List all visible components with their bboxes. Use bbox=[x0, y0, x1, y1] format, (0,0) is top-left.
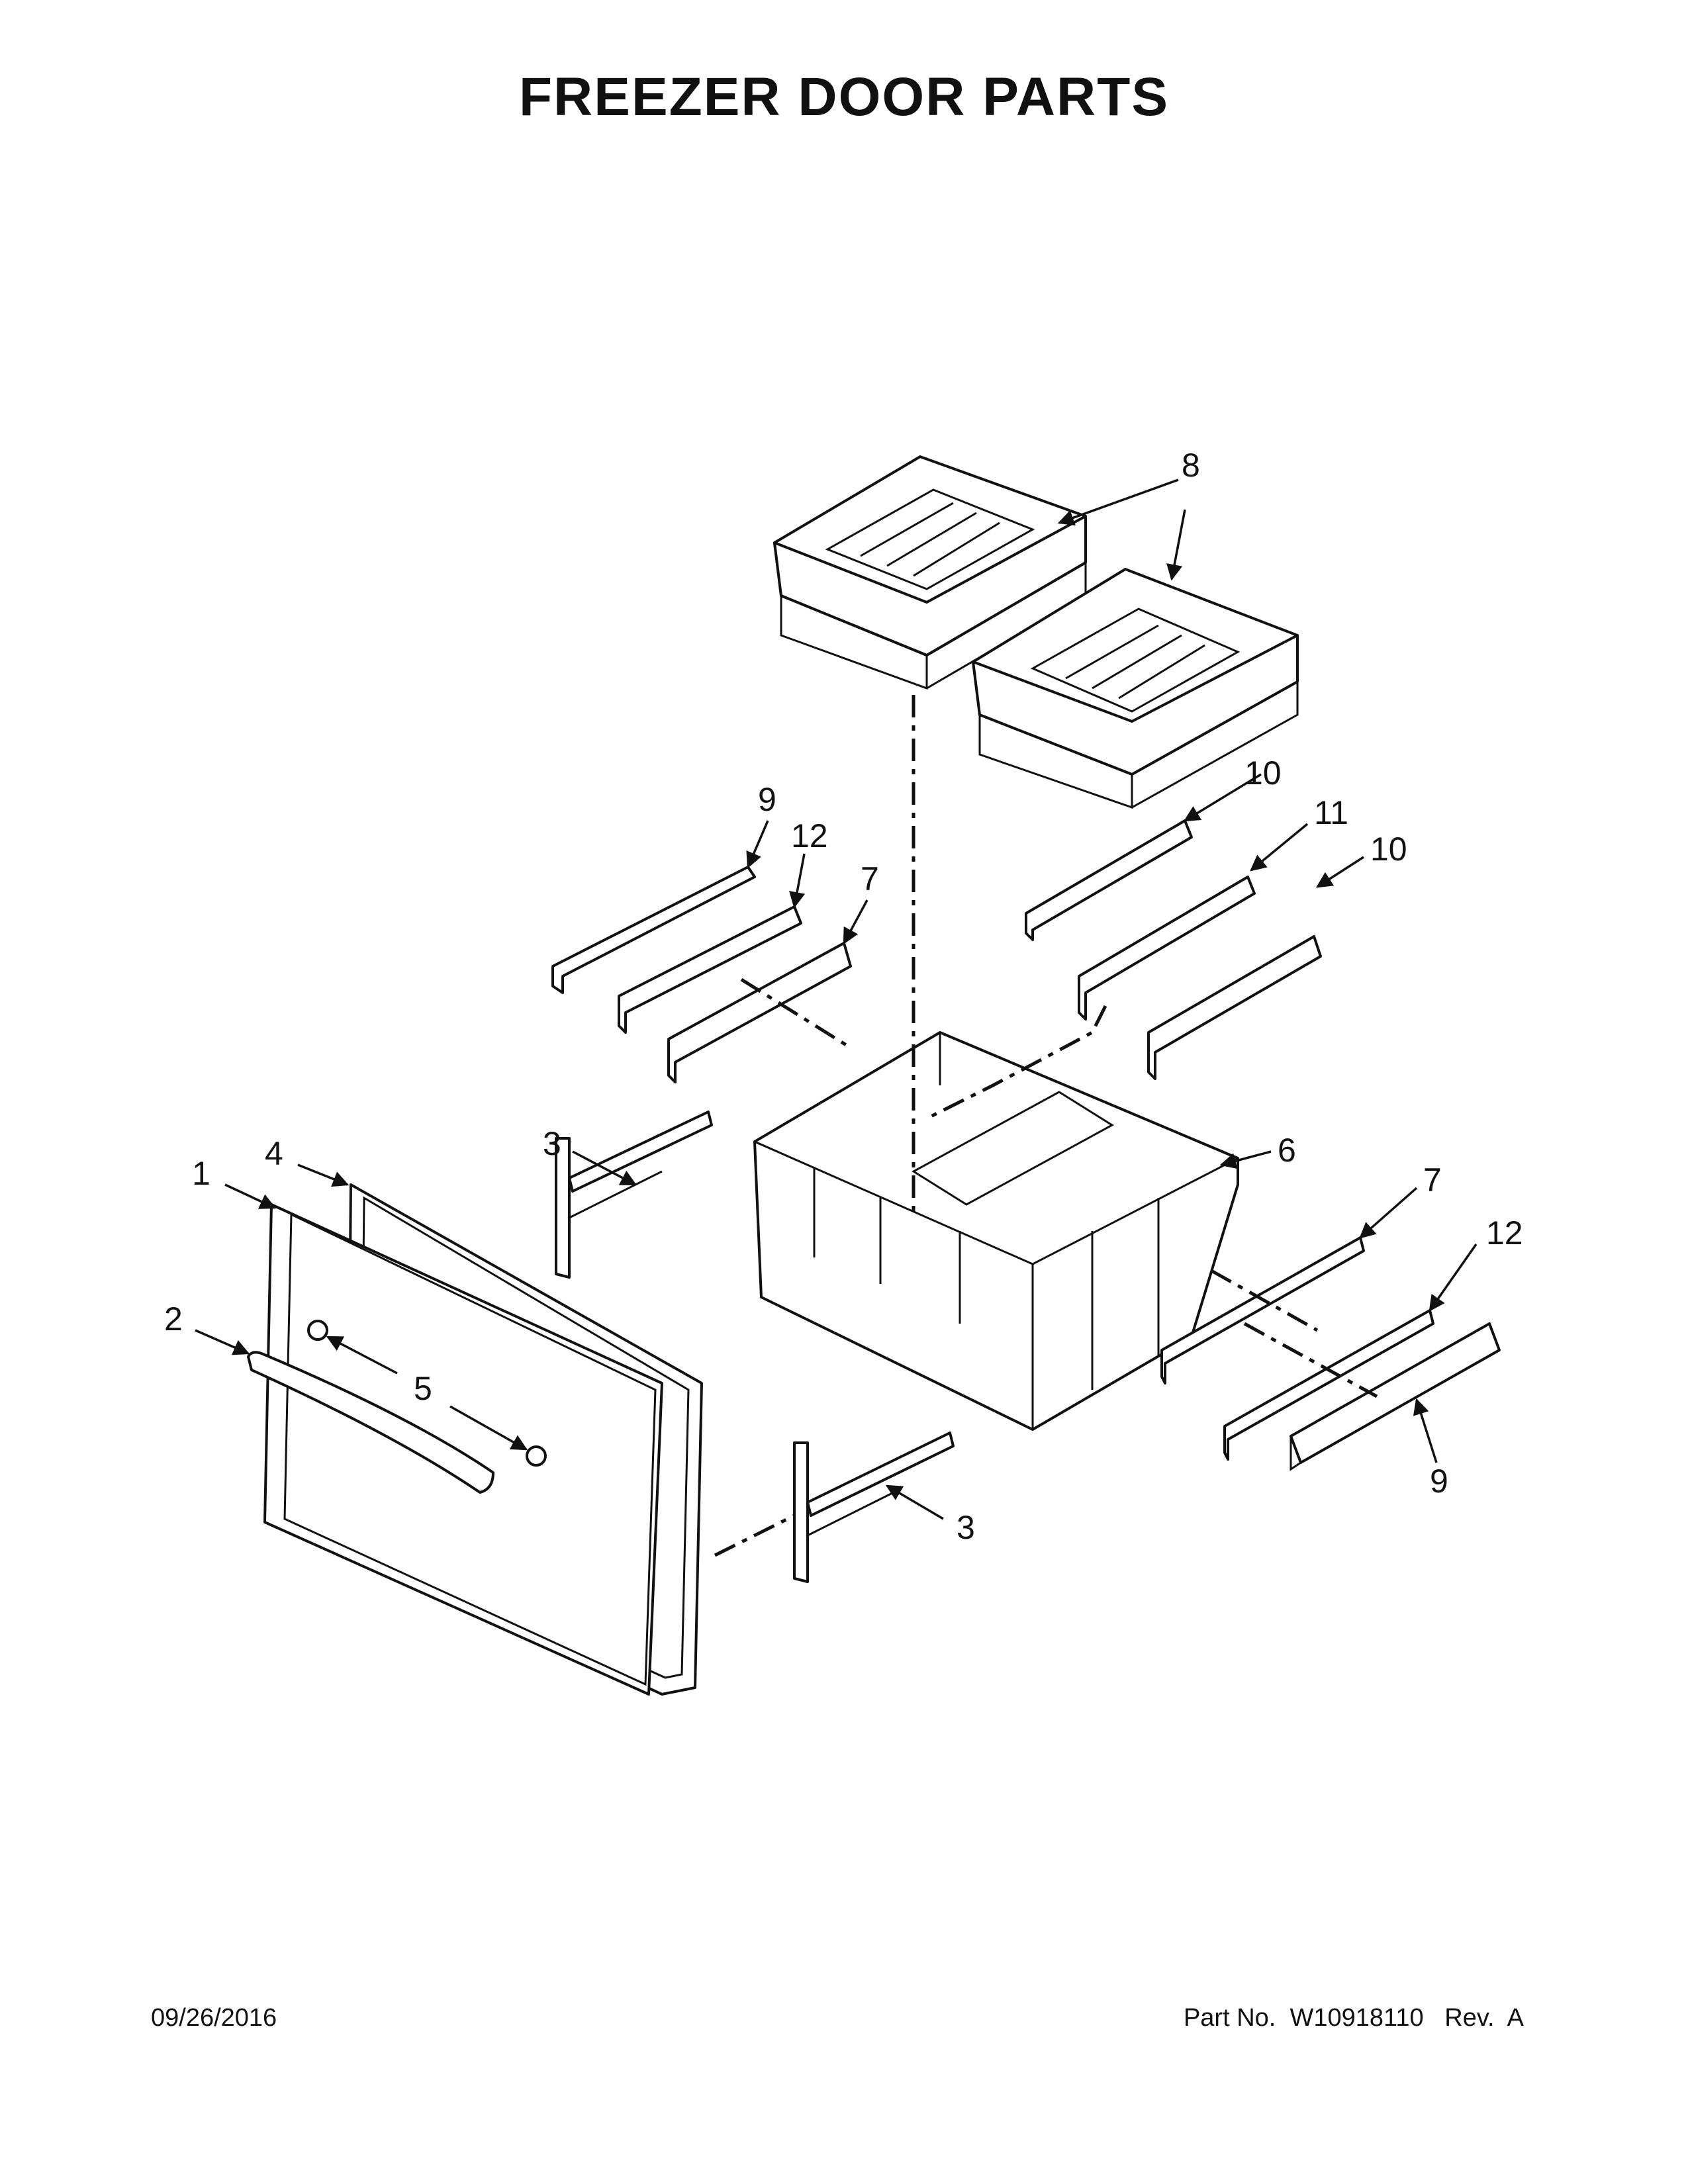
part-number: W10918110 bbox=[1289, 2004, 1424, 2032]
leader-lines bbox=[195, 478, 1477, 1520]
alignment-line-upper-left bbox=[740, 978, 849, 1048]
door-handle bbox=[247, 1351, 494, 1494]
callout-3-upper: 3 bbox=[543, 1125, 561, 1162]
freezer-door bbox=[263, 1203, 663, 1696]
callout-7-upper: 7 bbox=[861, 860, 879, 897]
page-title: FREEZER DOOR PARTS bbox=[518, 67, 1170, 127]
callout-3-lower: 3 bbox=[957, 1509, 975, 1546]
freezer-basket bbox=[753, 1031, 1239, 1431]
callout-9-lower: 9 bbox=[1430, 1463, 1448, 1500]
upper-basket-right bbox=[972, 568, 1299, 809]
alignment-line-door bbox=[714, 1514, 796, 1557]
handle-mount-lower bbox=[526, 1445, 547, 1467]
callout-7-lower: 7 bbox=[1423, 1161, 1442, 1199]
callout-10-lower: 10 bbox=[1370, 831, 1407, 868]
callout-8: 8 bbox=[1182, 447, 1200, 484]
rev-label: Rev. bbox=[1444, 2004, 1495, 2032]
alignment-line-lower-right bbox=[1210, 1269, 1378, 1398]
part-label: Part No. bbox=[1183, 2004, 1276, 2032]
callout-4: 4 bbox=[265, 1135, 283, 1172]
rail-upper-right-1 bbox=[1025, 819, 1193, 941]
drawer-bracket-lower bbox=[793, 1432, 955, 1583]
callout-6: 6 bbox=[1278, 1132, 1296, 1169]
rev-value: A bbox=[1507, 2004, 1524, 2032]
footer-date: 09/26/2016 bbox=[151, 2004, 277, 2032]
rail-upper-right-2 bbox=[1078, 876, 1256, 1021]
callout-5: 5 bbox=[414, 1370, 432, 1407]
footer-part-number: Part No. W10918110 Rev. A bbox=[1184, 2004, 1524, 2032]
rail-cover-lower-right bbox=[1289, 1322, 1501, 1471]
callout-1: 1 bbox=[192, 1155, 211, 1192]
drawer-bracket-upper bbox=[555, 1111, 713, 1279]
rail-upper-right-3 bbox=[1147, 935, 1322, 1080]
rail-cover-upper-left bbox=[551, 866, 756, 994]
callout-12-lower: 12 bbox=[1486, 1214, 1523, 1251]
handle-mount-upper bbox=[307, 1320, 328, 1341]
callout-10-upper: 10 bbox=[1244, 754, 1282, 792]
alignment-line-upper-right bbox=[925, 1005, 1107, 1120]
callout-2: 2 bbox=[164, 1300, 183, 1338]
callout-11: 11 bbox=[1314, 794, 1348, 831]
callout-12-upper: 12 bbox=[791, 817, 828, 854]
callout-9-upper: 9 bbox=[758, 781, 776, 818]
